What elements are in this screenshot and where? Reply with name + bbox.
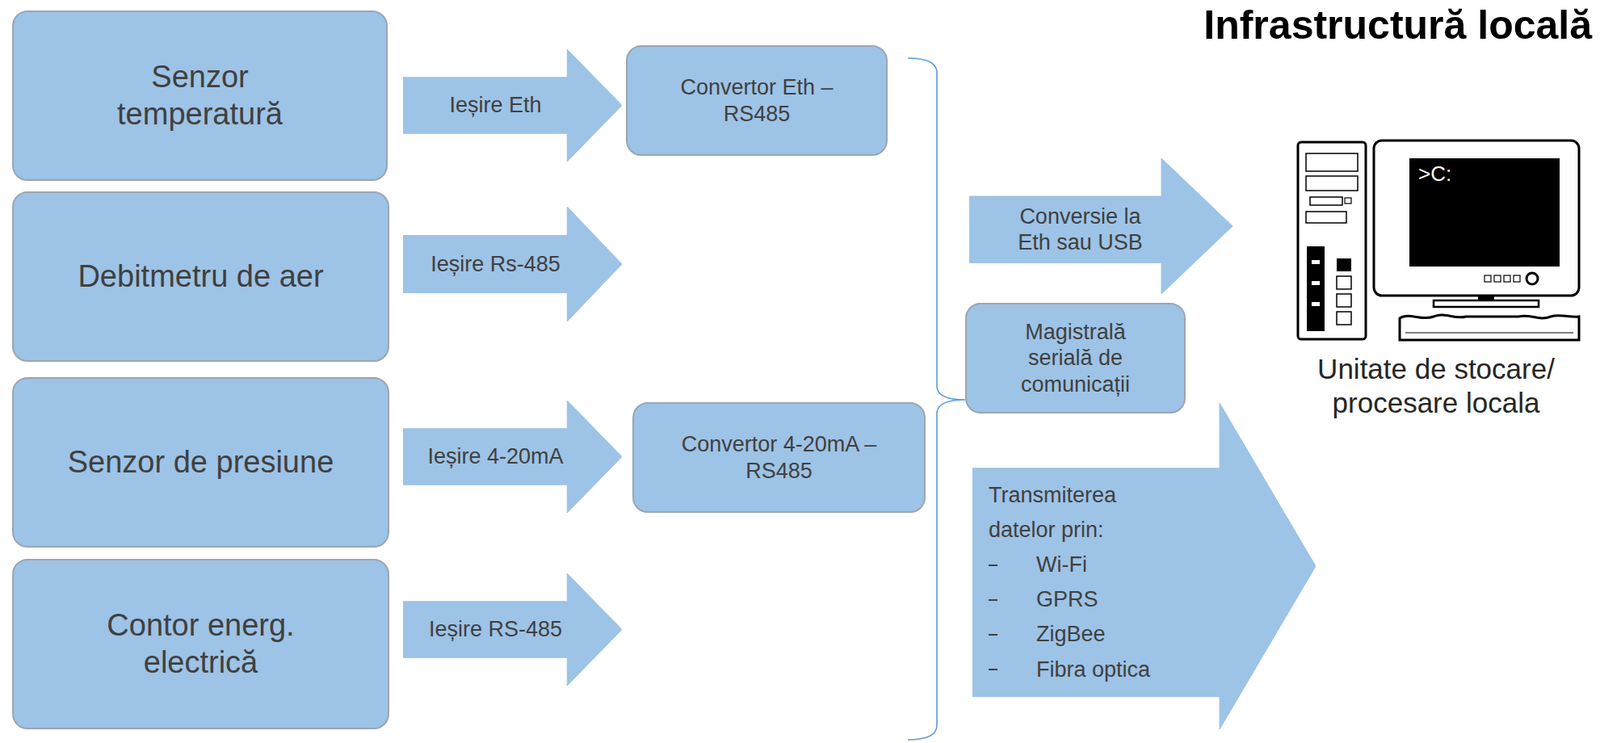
arrow-label: Ieșire RS-485 (428, 616, 563, 643)
monitor-frame (1373, 140, 1580, 296)
box-text: Convertor 4-20mA – RS485 (662, 431, 897, 484)
arrow-label: Ieșire Eth (449, 92, 542, 118)
arrow-text-area: Conversie la Eth sau USB (969, 196, 1192, 263)
output-arrow: Ieșire 4-20mA (403, 400, 622, 513)
list-row: Wi-Fi (988, 547, 1088, 583)
computer-icon (1297, 140, 1580, 341)
sensor-box: Debitmetru de aer (12, 191, 390, 362)
box-text: Magistrală serială de comunicații (1003, 319, 1149, 398)
drive-bay (1306, 176, 1358, 191)
list-row: Fibra optica (988, 652, 1151, 688)
list-dash (988, 668, 998, 671)
arrow-text-area: Ieșire Rs-485 (403, 235, 588, 294)
output-arrow: Ieșire RS-485 (403, 573, 622, 686)
arrow-outline (403, 49, 622, 162)
vent-bar (1306, 246, 1325, 332)
unit-caption: Unitate de stocare/ procesare locala (1302, 352, 1570, 420)
floppy-slot (1310, 197, 1343, 206)
list-row: GPRS (988, 582, 1099, 618)
arrow-outline (403, 400, 622, 513)
sensor-box: Senzor temperatură (12, 10, 388, 181)
bus-box: Magistrală serială de comunicații (965, 302, 1186, 414)
screen-prompt: >C: (1418, 161, 1540, 187)
list-item: Fibra optica (1036, 652, 1151, 688)
list-dash (988, 599, 998, 601)
output-arrow: Ieșire Eth (403, 49, 622, 162)
case-button (1336, 258, 1352, 272)
list-row: ZigBee (988, 617, 1106, 652)
drive-led (1344, 197, 1352, 204)
box-text: Debitmetru de aer (77, 258, 324, 296)
list-item: GPRS (1036, 582, 1099, 618)
box-text: Senzor temperatură (95, 58, 306, 133)
power-button (1526, 272, 1538, 285)
case-button (1336, 311, 1352, 325)
monitor-button (1484, 275, 1491, 282)
box-text: Contor energ. electrică (79, 607, 323, 681)
arrow-label: Ieșire 4-20mA (428, 443, 564, 470)
list-item: Wi-Fi (1036, 547, 1088, 583)
page-title: Infrastructură locală (1203, 1, 1592, 49)
box-text: Convertor Eth – RS485 (659, 74, 854, 127)
case-button (1336, 293, 1352, 307)
drive-bay (1306, 153, 1358, 172)
list-item: ZigBee (1036, 617, 1106, 652)
grouping-bracket (907, 58, 966, 740)
arrow-outline (403, 573, 622, 686)
arrow-text-area: Ieșire Eth (403, 77, 588, 135)
meter-box: Contor energ. electrică (12, 558, 390, 730)
monitor-button (1494, 275, 1501, 282)
box-text: Senzor de presiune (67, 444, 335, 482)
case-button (1336, 276, 1352, 290)
arrow-label: Ieșire Rs-485 (430, 251, 561, 278)
vent-slot (1311, 281, 1320, 286)
converter-box: Convertor Eth – RS485 (625, 45, 888, 156)
sensor-box: Senzor de presiune (12, 377, 390, 548)
keyboard-keys (1405, 331, 1574, 333)
list-dash (988, 564, 998, 567)
list-dash (988, 634, 998, 636)
arrow-outline (403, 206, 622, 322)
keyboard (1399, 314, 1580, 341)
output-arrow: Ieșire Rs-485 (403, 206, 622, 322)
arrow-heading: Transmiterea datelor prin: (988, 478, 1175, 548)
monitor-button (1503, 275, 1511, 282)
converter-box: Convertor 4-20mA – RS485 (632, 402, 926, 513)
monitor-base (1433, 300, 1539, 307)
conversion-arrow: Conversie la Eth sau USB (969, 158, 1233, 294)
drive-bay (1306, 211, 1347, 223)
monitor-screen (1409, 158, 1560, 267)
monitor-button (1513, 275, 1521, 282)
vent-slot (1311, 260, 1320, 265)
vent-slot (1311, 302, 1320, 307)
tower-case (1297, 142, 1366, 340)
arrow-outline (969, 158, 1233, 294)
transmission-arrow: Transmiterea datelor prin:Wi-FiGPRSZigBe… (972, 403, 1316, 730)
arrow-text-area: Ieșire 4-20mA (403, 428, 588, 486)
arrow-label: Conversie la Eth sau USB (1003, 203, 1157, 257)
arrow-outline (972, 403, 1316, 730)
arrow-text-area: Transmiterea datelor prin:Wi-FiGPRSZigBe… (972, 468, 1243, 698)
arrow-text-area: Ieșire RS-485 (403, 601, 588, 659)
